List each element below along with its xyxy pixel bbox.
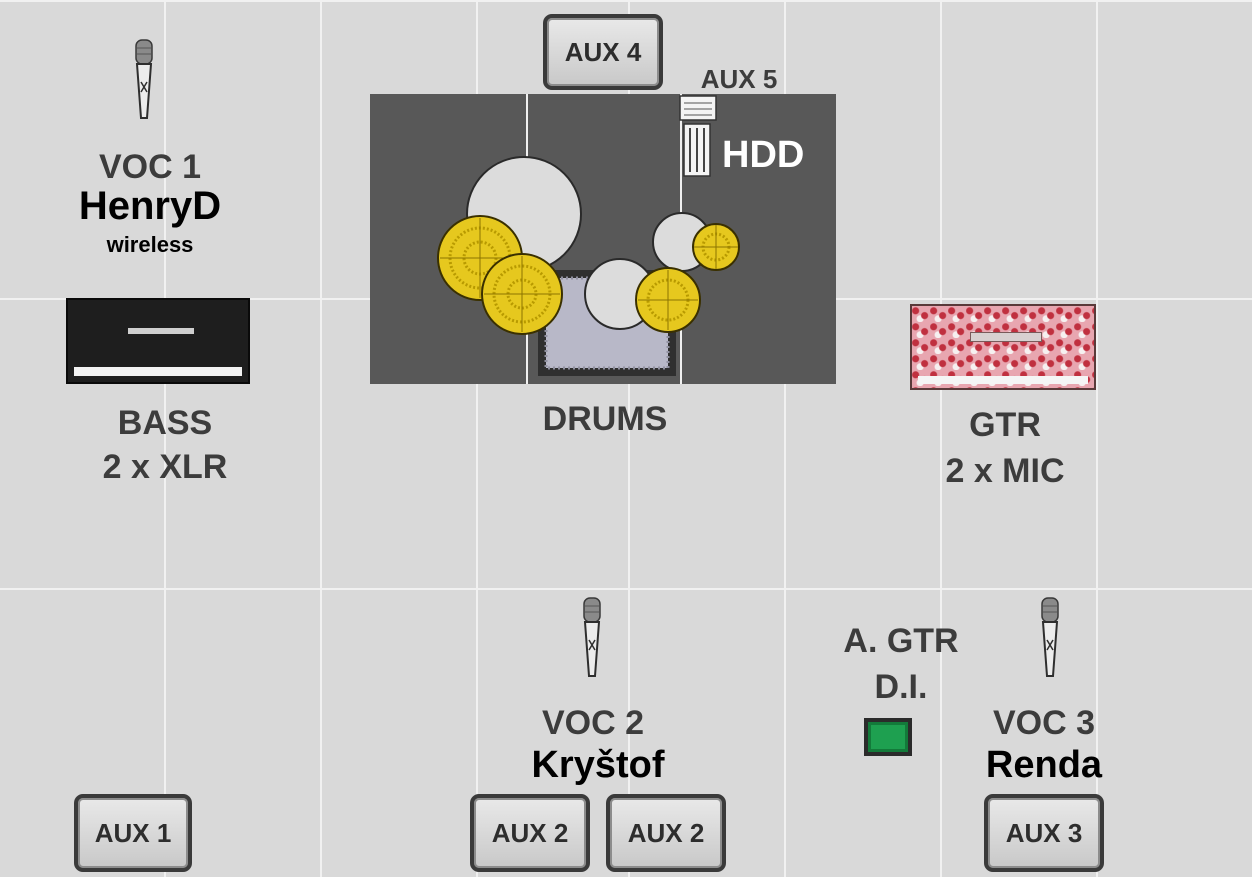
microphone-icon — [1041, 597, 1059, 677]
grid-line — [476, 0, 478, 877]
amp-panel — [128, 328, 194, 334]
guitar-label: GTR — [969, 406, 1041, 444]
voc1-name: HenryD — [78, 184, 222, 228]
grid-line — [0, 0, 1252, 2]
guitar-amplifier — [910, 304, 1096, 390]
grid-line — [164, 0, 166, 877]
di-box-icon — [864, 718, 912, 756]
amp-base — [918, 376, 1088, 384]
monitor-aux-3: AUX 3 — [984, 794, 1104, 872]
voc3-name: Renda — [985, 744, 1103, 786]
acoustic-guitar-label: A. GTR — [843, 622, 959, 660]
grid-line — [784, 0, 786, 877]
cymbal — [635, 267, 701, 333]
bass-label: BASS — [117, 404, 213, 442]
drums-label: DRUMS — [542, 400, 668, 438]
cymbal — [692, 223, 740, 271]
amp-base — [74, 367, 242, 376]
grid-line — [940, 0, 942, 877]
monitor-aux-2a: AUX 2 — [470, 794, 590, 872]
hdd-recorder-icon — [679, 95, 717, 177]
monitor-aux-4: AUX 4 — [543, 14, 663, 90]
voc2-name: Kryštof — [531, 744, 665, 786]
guitar-inputs: 2 x MIC — [945, 452, 1065, 490]
aux5-label: AUX 5 — [700, 64, 778, 94]
microphone-icon — [583, 597, 601, 677]
monitor-aux-2b: AUX 2 — [606, 794, 726, 872]
bass-inputs: 2 x XLR — [102, 448, 228, 486]
grid-line — [0, 588, 1252, 590]
grid-line — [1096, 0, 1098, 877]
monitor-aux-1: AUX 1 — [74, 794, 192, 872]
amp-panel — [970, 332, 1042, 342]
voc1-label: VOC 1 — [98, 148, 202, 186]
grid-line — [628, 0, 630, 877]
acoustic-guitar-input: D.I. — [874, 668, 928, 706]
voc3-label: VOC 3 — [992, 704, 1096, 742]
microphone-icon — [135, 39, 153, 119]
voc2-label: VOC 2 — [541, 704, 645, 742]
drum-kit — [370, 94, 836, 384]
cymbal — [481, 253, 563, 335]
voc1-note: wireless — [106, 232, 194, 257]
hdd-label: HDD — [722, 134, 805, 176]
bass-amplifier — [66, 298, 250, 384]
grid-line — [320, 0, 322, 877]
